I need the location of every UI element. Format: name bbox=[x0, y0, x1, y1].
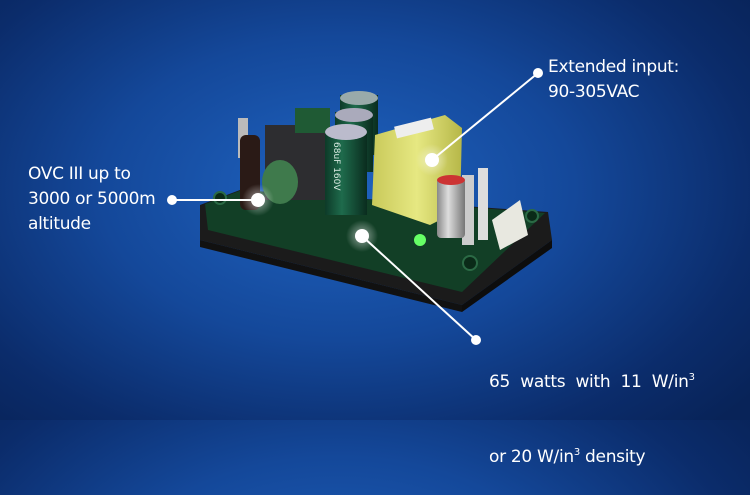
callout-line-input bbox=[431, 72, 539, 161]
callout-ovc-text: OVC III up to 3000 or 5000m altitude bbox=[28, 162, 156, 237]
callout-dot-ovc bbox=[167, 195, 177, 205]
capacitor bbox=[325, 130, 367, 215]
hotspots bbox=[167, 68, 543, 345]
callout-density-line2-end: density bbox=[579, 447, 646, 467]
callout-input-line2: 90-305VAC bbox=[548, 82, 640, 102]
capacitor-text: 68uF 160V bbox=[331, 142, 341, 191]
callout-input-text: Extended input: 90-305VAC bbox=[548, 55, 679, 105]
callout-input-line1: Extended input: bbox=[548, 57, 680, 77]
product-illustration: 68uF 160V bbox=[167, 68, 552, 345]
callout-dot-input bbox=[533, 68, 543, 78]
superscript: 3 bbox=[688, 372, 695, 383]
callout-ovc-line1: OVC III up to bbox=[28, 164, 131, 184]
callout-line-density bbox=[361, 235, 477, 341]
callout-density-text: 65 watts with 11 W/in3 or 20 W/in3 densi… bbox=[489, 320, 695, 495]
callout-ovc-line3: altitude bbox=[28, 214, 91, 234]
callout-ovc-line2: 3000 or 5000m bbox=[28, 189, 156, 209]
callout-dot-density bbox=[471, 335, 481, 345]
callout-density-line1: 65 watts with 11 W/in bbox=[489, 372, 689, 392]
callout-density-line2: or 20 W/in bbox=[489, 447, 574, 467]
